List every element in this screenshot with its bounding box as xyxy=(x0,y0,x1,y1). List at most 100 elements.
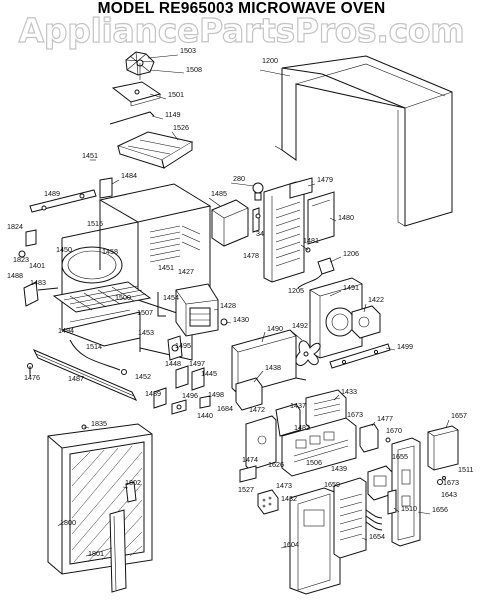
part-label-1495: 1495 xyxy=(175,341,191,350)
part-label-1458: 1458 xyxy=(102,247,118,256)
part-label-1439: 1439 xyxy=(331,464,347,473)
header: MODEL RE965003 MICROWAVE OVEN ApplianceP… xyxy=(0,0,483,50)
part-label-1489: 1489 xyxy=(44,189,60,198)
part-label-1445: 1445 xyxy=(201,369,217,378)
part-label-1802: 1802 xyxy=(125,478,141,487)
part-label-1492: 1492 xyxy=(292,321,308,330)
page-title: MODEL RE965003 MICROWAVE OVEN xyxy=(97,0,386,17)
part-label-1673: 1673 xyxy=(443,478,459,487)
part-label-1149: 1149 xyxy=(165,110,180,119)
part-label-1401: 1401 xyxy=(29,261,45,270)
part-label-1823: 1823 xyxy=(13,255,29,264)
watermark: AppliancePartsPros.com xyxy=(18,11,465,50)
part-label-1451: 1451 xyxy=(82,151,98,160)
part-label-1440: 1440 xyxy=(197,411,213,420)
leader-lines xyxy=(57,54,450,557)
base-bracket xyxy=(231,329,307,395)
part-label-1473: 1473 xyxy=(276,481,292,490)
part-label-1484: 1484 xyxy=(121,171,137,180)
part-label-1454: 1454 xyxy=(163,293,179,302)
part-labels: 1503 1508 1501 1149 1526 1451 1484 1489 1485 280 1… xyxy=(7,46,473,558)
part-label-1501: 1501 xyxy=(168,90,184,99)
part-label-1511: 1511 xyxy=(458,465,473,474)
part-label-1491: 1491 xyxy=(343,283,359,292)
part-label-1507: 1507 xyxy=(137,308,153,317)
magnetron xyxy=(157,283,228,361)
part-label-1500: 1500 xyxy=(115,293,131,302)
part-label-1479: 1479 xyxy=(317,175,333,184)
part-label-1670: 1670 xyxy=(386,426,402,435)
part-label-1438: 1438 xyxy=(265,363,281,372)
part-label-280: 280 xyxy=(233,174,245,183)
part-label-1604: 1604 xyxy=(283,540,299,549)
part-label-1481: 1481 xyxy=(303,236,319,245)
part-label-1515: 1515 xyxy=(87,219,103,228)
part-label-1489: 1489 xyxy=(145,389,161,398)
stirrer-assembly xyxy=(109,51,194,169)
part-label-1451: 1451 xyxy=(158,263,174,272)
part-label-1482: 1482 xyxy=(294,423,310,432)
part-label-1526: 1526 xyxy=(173,123,189,132)
part-label-1626: 1626 xyxy=(268,460,284,469)
part-label-1506: 1506 xyxy=(306,458,322,467)
part-label-1503: 1503 xyxy=(180,46,196,55)
part-label-1453: 1453 xyxy=(138,328,154,337)
part-label-1656: 1656 xyxy=(432,505,448,514)
part-label-1474: 1474 xyxy=(242,455,258,464)
part-label-1673: 1673 xyxy=(347,410,363,419)
oven-cavity xyxy=(18,177,212,361)
lamp-duct xyxy=(211,182,264,247)
part-label-1432: 1432 xyxy=(281,494,297,503)
part-label-1499: 1499 xyxy=(397,342,413,351)
fan-assembly xyxy=(295,277,391,369)
part-label-1487: 1487 xyxy=(68,374,84,383)
part-label-1514: 1514 xyxy=(86,342,102,351)
part-label-1205: 1205 xyxy=(288,286,304,295)
part-label-1433: 1433 xyxy=(341,387,357,396)
part-label-1450: 1450 xyxy=(56,245,72,254)
part-label-1422: 1422 xyxy=(368,295,384,304)
part-label-1480: 1480 xyxy=(338,213,354,222)
part-label-1835: 1835 xyxy=(91,419,107,428)
part-label-1488: 1488 xyxy=(7,271,23,280)
part-label-1428: 1428 xyxy=(220,301,236,310)
part-label-1800: 1800 xyxy=(60,518,76,527)
bottom-strip xyxy=(27,339,138,401)
part-label-1655: 1655 xyxy=(392,452,408,461)
part-label-1508: 1508 xyxy=(186,65,202,74)
part-label-1448: 1448 xyxy=(165,359,181,368)
part-label-34: 34 xyxy=(256,229,264,238)
control-panel xyxy=(289,425,459,595)
part-label-1824: 1824 xyxy=(7,222,23,231)
part-label-1657: 1657 xyxy=(451,411,467,420)
part-label-1483: 1483 xyxy=(30,278,46,287)
part-label-1427: 1427 xyxy=(178,267,194,276)
part-label-1490: 1490 xyxy=(267,324,283,333)
part-label-1206: 1206 xyxy=(343,249,359,258)
part-label-1510: 1510 xyxy=(401,504,417,513)
part-label-1478: 1478 xyxy=(243,251,259,260)
control-assembly xyxy=(235,377,391,515)
part-label-1430: 1430 xyxy=(233,315,249,324)
part-label-1497: 1497 xyxy=(189,359,205,368)
outer-cabinet xyxy=(274,55,453,227)
part-label-1200: 1200 xyxy=(262,56,278,65)
part-label-1494: 1494 xyxy=(58,326,74,335)
part-label-1496: 1496 xyxy=(182,391,198,400)
interlock-switches xyxy=(153,365,211,415)
part-label-1643: 1643 xyxy=(441,490,457,499)
oven-door xyxy=(47,423,153,593)
part-label-1654: 1654 xyxy=(369,532,385,541)
part-label-1659: 1659 xyxy=(324,480,340,489)
part-label-1437: 1437 xyxy=(290,401,306,410)
part-label-1477: 1477 xyxy=(377,414,393,423)
part-label-1452: 1452 xyxy=(135,372,151,381)
part-label-1476: 1476 xyxy=(24,373,40,382)
part-label-1527: 1527 xyxy=(238,485,254,494)
part-label-1485: 1485 xyxy=(211,189,227,198)
part-label-1498: 1498 xyxy=(208,390,224,399)
vent-panel xyxy=(263,177,335,289)
part-label-1684: 1684 xyxy=(217,404,233,413)
part-label-1472: 1472 xyxy=(249,405,265,414)
